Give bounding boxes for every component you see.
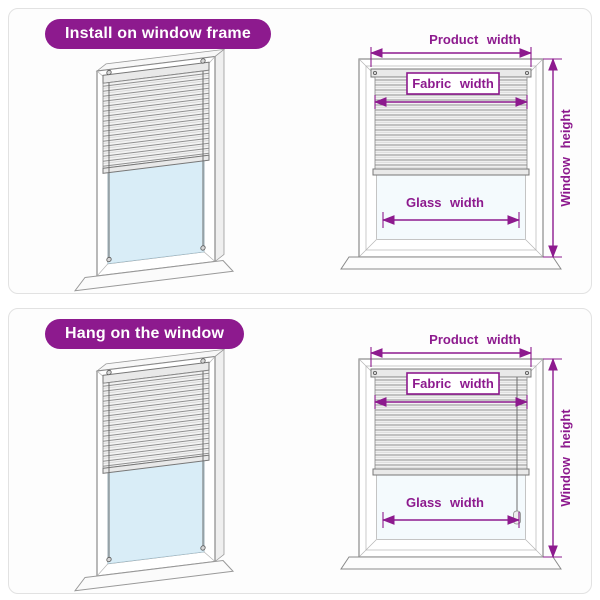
- wall-right-depth: [214, 348, 225, 563]
- measurement-diagram: Product width Fabric width Glass width W…: [340, 32, 573, 270]
- panel-install-on-frame: Product width Fabric width Glass width W…: [8, 8, 592, 294]
- glass-width-label: Glass width: [406, 495, 484, 510]
- measurement-diagram: Product width Fabric width Glass width W…: [340, 332, 573, 570]
- bracket-left: [372, 371, 377, 376]
- glass-pane: [107, 157, 205, 264]
- frame-miters: [358, 58, 544, 258]
- mount-top-right: [200, 58, 206, 64]
- window-sill: [340, 556, 562, 570]
- mount-bottom-right: [200, 545, 206, 551]
- frame-miters: [358, 358, 544, 558]
- window-height-label: Window height: [558, 109, 573, 207]
- panel-title-badge: Install on window frame: [45, 19, 271, 49]
- window-frame-line: [365, 65, 537, 251]
- fabric-width-label: Fabric width: [412, 376, 494, 391]
- mount-top-left: [106, 369, 112, 376]
- blind-bottomrail: [372, 168, 530, 176]
- window-frame-line: [365, 365, 537, 551]
- window-sill: [73, 260, 235, 292]
- blind-bottomrail: [102, 154, 210, 174]
- bracket-left: [372, 71, 377, 76]
- mount-bottom-right: [200, 245, 206, 251]
- fabric-width-box: [406, 72, 500, 95]
- perspective-window-illustration: [73, 348, 235, 592]
- mount-top-right: [200, 358, 206, 364]
- blind-bottomrail: [102, 454, 210, 474]
- pleated-fabric: [102, 69, 210, 169]
- mount-bottom-left: [106, 556, 112, 563]
- panel-hang-on-window: Product width Fabric width Glass width W…: [8, 308, 592, 594]
- mount-top-left: [106, 69, 112, 76]
- blind-bottomrail: [372, 468, 530, 476]
- bracket-right: [525, 371, 530, 376]
- glass-area: [377, 475, 525, 539]
- glass-area: [377, 175, 525, 239]
- perspective-window-illustration: [73, 48, 235, 292]
- wall-right-depth: [214, 48, 225, 263]
- fabric-width-label: Fabric width: [412, 76, 494, 91]
- window-sill: [340, 256, 562, 270]
- glass-width-label: Glass width: [406, 195, 484, 210]
- panel-title-badge: Hang on the window: [45, 319, 245, 349]
- window-height-label: Window height: [558, 409, 573, 507]
- panel2-diagram-svg: Product width Fabric width Glass width W…: [73, 332, 573, 592]
- mount-bottom-left: [106, 256, 112, 263]
- bracket-right: [525, 71, 530, 76]
- pleated-fabric: [102, 369, 210, 469]
- product-width-label: Product width: [429, 332, 521, 347]
- glass-pane: [107, 457, 205, 564]
- product-width-label: Product width: [429, 32, 521, 47]
- window-sill: [73, 560, 235, 592]
- panel1-diagram-svg: Product width Fabric width Glass width W…: [73, 32, 573, 292]
- fabric-width-box: [406, 372, 500, 395]
